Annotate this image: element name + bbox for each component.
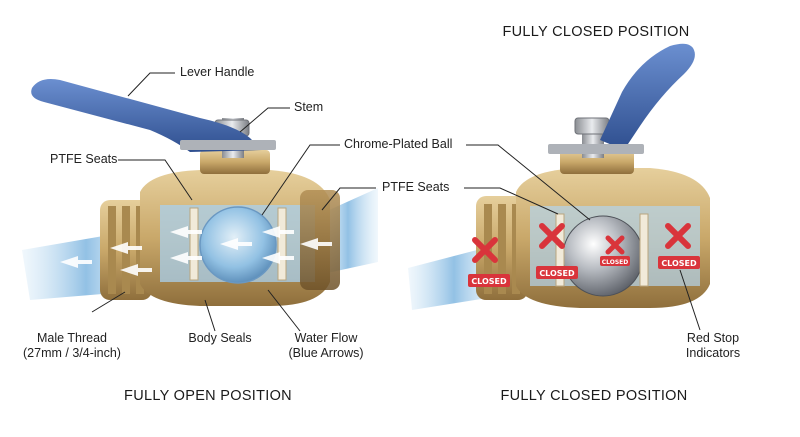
label-male-thread-line2: (27mm / 3/4-inch): [23, 346, 121, 360]
leader-chrome-ball: [261, 144, 340, 216]
title-bottom-right: FULLY CLOSED POSITION: [500, 388, 688, 404]
ptfe-seat-closed-r: [639, 213, 649, 287]
leader-ptfe-left: [118, 159, 193, 201]
label-water-flow: Water Flow (Blue Arrows): [288, 331, 363, 361]
label-chrome-ball: Chrome-Plated Ball: [344, 137, 453, 151]
leader-lever-handle: [127, 72, 175, 97]
label-stem: Stem: [294, 100, 324, 114]
leader-male-thread: [91, 291, 126, 313]
leader-ptfe-right: [321, 187, 376, 211]
ptfe-seat-open-l: [189, 207, 199, 281]
label-ptfe-seats-right: PTFE Seats: [382, 180, 450, 194]
leader-ptfe-right-2: [464, 187, 559, 215]
leader-water-flow: [267, 289, 301, 332]
label-water-flow-line1: Water Flow: [294, 331, 358, 345]
ptfe-seat-open-r: [277, 207, 287, 281]
stop-indicator-2: CLOSED: [536, 223, 578, 279]
title-bottom-left: FULLY OPEN POSITION: [124, 388, 292, 404]
label-red-stop: Red Stop Indicators: [686, 331, 740, 361]
closed-tag: CLOSED: [471, 277, 507, 286]
flow-arrows: [60, 226, 332, 276]
label-ptfe-seats-left: PTFE Seats: [50, 152, 118, 166]
label-red-stop-line1: Red Stop: [686, 331, 740, 345]
open-valve: [22, 79, 378, 306]
closed-tag: CLOSED: [602, 259, 629, 266]
ptfe-seat-closed-l: [555, 213, 565, 287]
lever-handle-open: [31, 79, 263, 152]
stop-indicator-4: CLOSED: [658, 223, 700, 269]
closed-tag: CLOSED: [661, 259, 697, 268]
leader-stem: [239, 107, 290, 133]
leader-red-stop: [679, 269, 701, 331]
bonnet-closed: [560, 150, 634, 174]
label-water-flow-line2: (Blue Arrows): [288, 346, 364, 360]
leader-chrome-ball-2: [466, 144, 591, 221]
leader-body-seals: [204, 299, 216, 332]
body-end-right-open: [300, 190, 340, 290]
leader-lines: [91, 72, 701, 332]
lever-handle-closed: [600, 43, 695, 150]
title-top-right: FULLY CLOSED POSITION: [502, 24, 690, 40]
label-male-thread-line1: Male Thread: [37, 331, 107, 345]
label-male-thread: Male Thread (27mm / 3/4-inch): [23, 331, 121, 361]
bonnet-open: [200, 150, 270, 174]
closed-tag: CLOSED: [539, 269, 575, 278]
label-red-stop-line2: Indicators: [685, 346, 741, 360]
handle-bracket-closed: [548, 144, 644, 154]
closed-valve: CLOSED CLOSED CLOSED CLOSED: [408, 43, 710, 310]
handle-bracket-open: [180, 140, 276, 150]
stop-indicator-3: CLOSED: [600, 235, 630, 266]
label-lever-handle: Lever Handle: [180, 65, 255, 79]
stop-indicator-1: CLOSED: [468, 237, 510, 287]
label-body-seals: Body Seals: [188, 331, 252, 345]
